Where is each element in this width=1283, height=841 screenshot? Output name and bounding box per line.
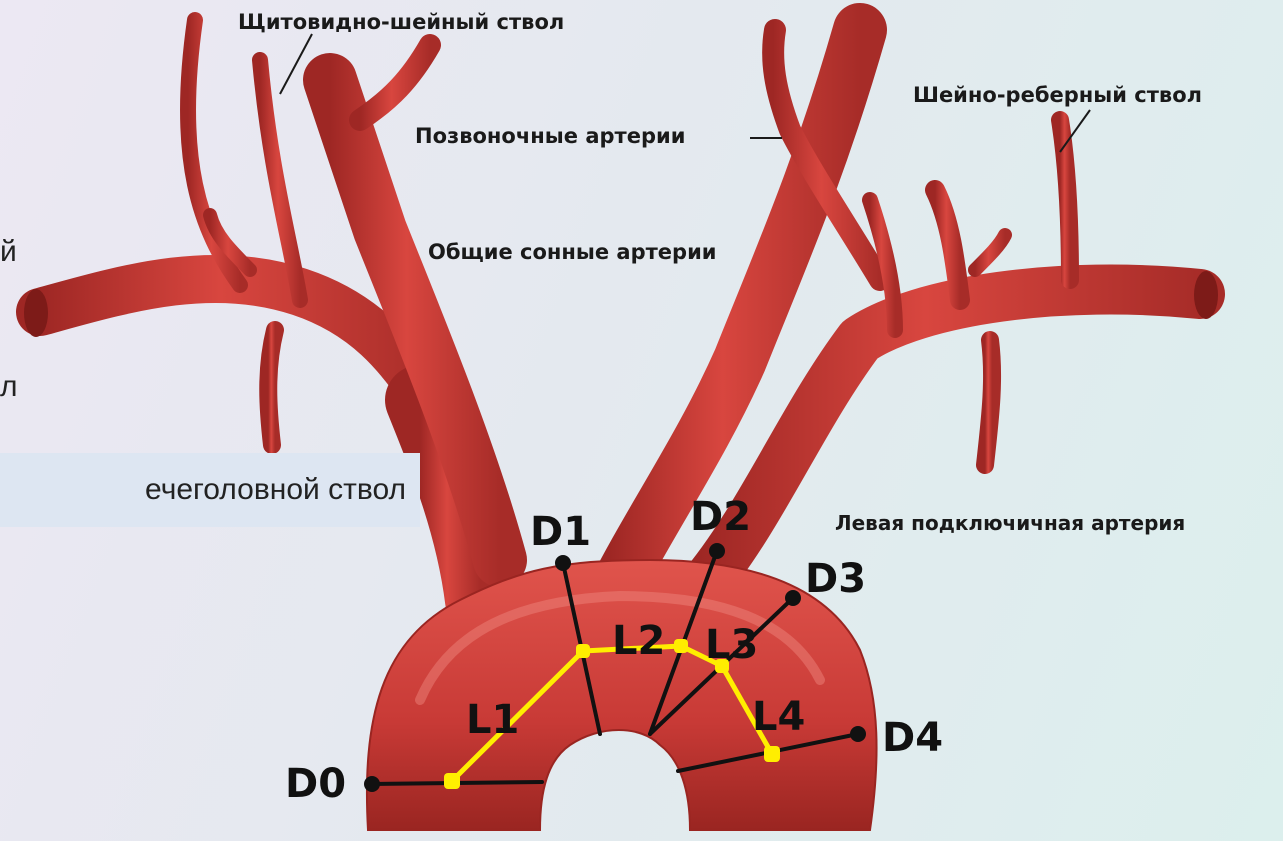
label-d3: D3: [805, 556, 866, 602]
callout-text: ечеголовной ствол: [145, 473, 406, 507]
d1-dot: [555, 555, 571, 571]
label-common-carotid-arteries: Общие сонные артерии: [428, 240, 717, 264]
d4-dot: [850, 726, 866, 742]
left-small-branch: [975, 235, 1005, 270]
label-l2: L2: [612, 618, 665, 664]
d2-dot: [709, 543, 725, 559]
right-descending-branch: [268, 330, 275, 445]
label-l1: L1: [466, 697, 519, 743]
callout-box: ечеголовной ствол: [0, 453, 420, 527]
vessel-opening-right: [1194, 271, 1218, 319]
l-node-0: [444, 773, 460, 789]
side-text-fragment-2: л: [0, 370, 18, 404]
left-descending-branch: [985, 340, 992, 465]
label-l3: L3: [705, 622, 758, 668]
label-d0: D0: [285, 761, 346, 807]
label-l4: L4: [752, 694, 805, 740]
label-d1: D1: [530, 509, 591, 555]
side-text-fragment-1: й: [0, 235, 17, 269]
label-thyrocervical-trunk: Щитовидно-шейный ствол: [238, 10, 564, 34]
label-left-subclavian-artery: Левая подключичная артерия: [835, 511, 1185, 535]
d3-dot: [785, 590, 801, 606]
d0-dot: [364, 776, 380, 792]
vessel-opening-left: [24, 289, 48, 337]
l-node-1: [576, 644, 590, 658]
l-node-4: [764, 746, 780, 762]
label-d2: D2: [690, 494, 751, 540]
label-vertebral-arteries: Позвоночные артерии: [415, 124, 685, 148]
label-costocervical-trunk: Шейно-реберный ствол: [913, 83, 1202, 107]
right-upper-branch: [360, 45, 430, 120]
l-node-2: [674, 639, 688, 653]
label-d4: D4: [882, 715, 943, 761]
